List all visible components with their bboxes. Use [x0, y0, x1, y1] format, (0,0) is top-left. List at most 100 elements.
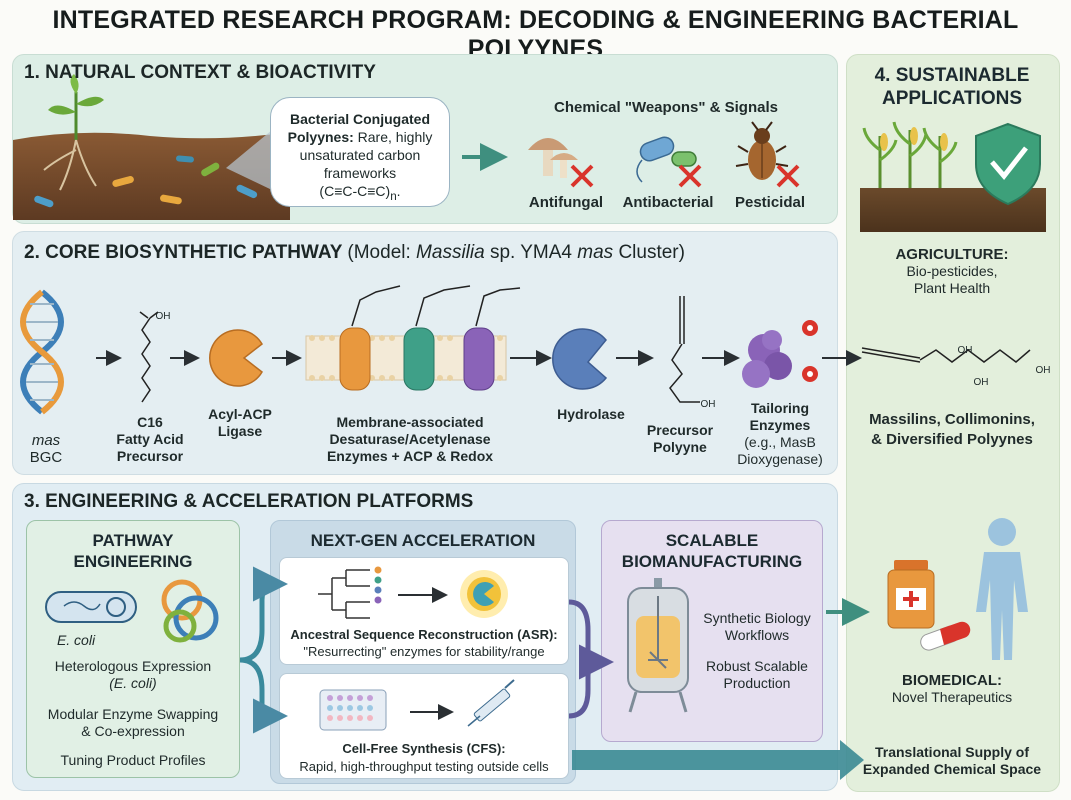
translational-label: Translational Supply of Expanded Chemica… — [850, 744, 1054, 778]
tailoring-note-1: (e.g., MasB — [744, 434, 816, 450]
membrane-line-2: Desaturase/Acetylenase — [329, 431, 491, 447]
ecoli-label: E. coli — [56, 632, 96, 648]
product-oh-label-3: OH — [1035, 365, 1051, 376]
biomedical-title: BIOMEDICAL: — [902, 672, 1002, 689]
callout-subscript: n — [390, 189, 397, 203]
glowing-enzyme-icon — [460, 570, 508, 618]
membrane-line-3: Enzymes + ACP & Redox — [326, 448, 494, 464]
product-oh-label-2: OH — [973, 377, 989, 388]
asr-description: "Resurrecting" enzymes for stability/ran… — [303, 644, 545, 659]
next-gen-heading: NEXT-GEN ACCELERATION — [310, 531, 536, 550]
bgc-gene-name: mas — [31, 432, 61, 449]
model-strain: sp. YMA4 — [484, 242, 578, 263]
het-expr-line-2: (E. coli) — [109, 675, 157, 691]
ligase-label: Acyl-ACP Ligase — [196, 406, 284, 440]
dna-icon — [20, 289, 64, 415]
mas-bgc-label: mas BGC — [16, 432, 76, 466]
agriculture-title: AGRICULTURE: — [895, 246, 1009, 263]
section-4-heading: 4. SUSTAINABLE APPLICATIONS — [848, 64, 1056, 110]
cfs-title: Cell-Free Synthesis (CFS): — [342, 741, 506, 756]
modular-line-1: Modular Enzyme Swapping — [47, 706, 219, 722]
translational-arrow — [572, 740, 864, 780]
het-expr-line-1: Heterologous Expression — [54, 658, 212, 674]
activity-pesticidal: Pesticidal — [734, 194, 806, 211]
section-4-line-2: APPLICATIONS — [881, 88, 1023, 109]
weapons-heading: Chemical "Weapons" & Signals — [553, 99, 778, 116]
heterologous-expression-label: Heterologous Expression (E. coli) — [30, 658, 236, 692]
asr-title: Ancestral Sequence Reconstruction (ASR): — [290, 627, 558, 642]
product-oh-label-1: OH — [957, 345, 973, 356]
syringe-icon — [467, 679, 515, 727]
well-plate-icon — [319, 689, 387, 731]
tailoring-label: Tailoring Enzymes (e.g., MasB Dioxygenas… — [732, 400, 828, 468]
x-mark-icon — [776, 164, 800, 188]
x-mark-icon — [570, 164, 594, 188]
cfs-description: Rapid, high-throughput testing outside c… — [299, 759, 549, 774]
tailoring-enzyme-icon — [742, 330, 792, 388]
section-3-heading: 3. ENGINEERING & ACCELERATION PLATFORMS — [24, 491, 474, 512]
precursor-line-1: C16 — [137, 414, 163, 430]
scalable-heading-line-1: SCALABLE — [665, 531, 759, 550]
pathway-heading-line-2: ENGINEERING — [73, 552, 193, 571]
translational-line-2: Expanded Chemical Space — [862, 761, 1042, 777]
robust-production-label: Robust Scalable Production — [694, 658, 820, 692]
pathway-engineering-heading: PATHWAY ENGINEERING — [30, 530, 236, 572]
section-2-title: 2. CORE BIOSYNTHETIC PATHWAY — [24, 242, 343, 263]
shield-check-icon — [975, 122, 1041, 206]
polyyne-callout: Bacterial Conjugated Polyynes: Rare, hig… — [270, 97, 450, 207]
ligase-enzyme-icon — [209, 329, 263, 387]
precursor-line-3: Precursor — [116, 448, 184, 464]
section-2-heading: 2. CORE BIOSYNTHETIC PATHWAY (Model: Mas… — [24, 242, 685, 264]
x-mark-icon — [678, 164, 702, 188]
plasmid-icon — [161, 579, 219, 643]
fatty-acid-structure — [139, 311, 159, 403]
precursor-polyyne-line-1: Precursor — [646, 422, 714, 438]
biomedical-label: BIOMEDICAL: Novel Therapeutics — [848, 672, 1056, 706]
asr-card — [279, 557, 569, 665]
ligase-line-2: Ligase — [217, 423, 263, 439]
section-1-heading: 1. NATURAL CONTEXT & BIOACTIVITY — [24, 62, 376, 83]
tailoring-note-2: Dioxygenase) — [737, 451, 823, 467]
section-4-line-1: 4. SUSTAINABLE — [874, 65, 1030, 86]
products-line-1: Massilins, Collimonins, — [869, 411, 1035, 428]
fatty-acid-precursor-label: C16 Fatty Acid Precursor — [108, 414, 192, 465]
fatty-acid-oh-label: OH — [155, 311, 171, 322]
oxygen-atom-icon — [802, 320, 818, 382]
page-title: INTEGRATED RESEARCH PROGRAM: DECODING & … — [52, 6, 1019, 63]
modular-line-2: & Co-expression — [81, 723, 185, 739]
products-label: Massilins, Collimonins, & Diversified Po… — [848, 410, 1056, 450]
agriculture-label: AGRICULTURE: Bio-pesticides, Plant Healt… — [848, 246, 1056, 297]
precursor-polyyne-structure — [669, 296, 700, 403]
activity-antifungal: Antifungal — [528, 194, 604, 211]
modular-swapping-label: Modular Enzyme Swapping & Co-expression — [30, 706, 236, 740]
membrane-icon — [305, 285, 521, 391]
robust-line-2: Production — [723, 675, 791, 691]
model-suffix: Cluster) — [613, 242, 685, 263]
ligase-line-1: Acyl-ACP — [208, 406, 272, 422]
tuning-label: Tuning Product Profiles — [60, 752, 206, 768]
soil-scene — [13, 74, 290, 220]
bacteria-icon — [636, 136, 697, 183]
tailoring-line-2: Enzymes — [749, 417, 811, 433]
membrane-enzymes-label: Membrane-associated Desaturase/Acetylena… — [310, 414, 510, 465]
precursor-oh-label: OH — [700, 399, 716, 410]
bioreactor-icon — [627, 578, 689, 713]
translational-line-1: Translational Supply of — [874, 744, 1030, 760]
agriculture-line-1: Bio-pesticides, — [906, 263, 998, 279]
scalable-heading: SCALABLE BIOMANUFACTURING — [602, 530, 822, 572]
synbio-line-2: Workflows — [724, 627, 790, 643]
precursor-polyyne-label: Precursor Polyyne — [636, 422, 724, 456]
hydrolase-label: Hydrolase — [557, 406, 625, 422]
biomedical-text: Novel Therapeutics — [891, 689, 1013, 705]
pathway-engineering-box — [26, 520, 240, 778]
callout-text: Rare, highly unsaturated carbon framewor… — [299, 129, 433, 181]
precursor-line-2: Fatty Acid — [116, 431, 184, 447]
model-prefix: (Model: — [347, 242, 417, 263]
callout-title: Bacterial Conjugated Polyynes: — [287, 111, 431, 145]
bgc-suffix: BGC — [29, 449, 63, 466]
pathway-heading-line-1: PATHWAY — [92, 531, 174, 550]
ecoli-cell-icon — [45, 591, 137, 623]
activity-antibacterial: Antibacterial — [622, 194, 714, 211]
mushroom-icon — [528, 138, 578, 178]
